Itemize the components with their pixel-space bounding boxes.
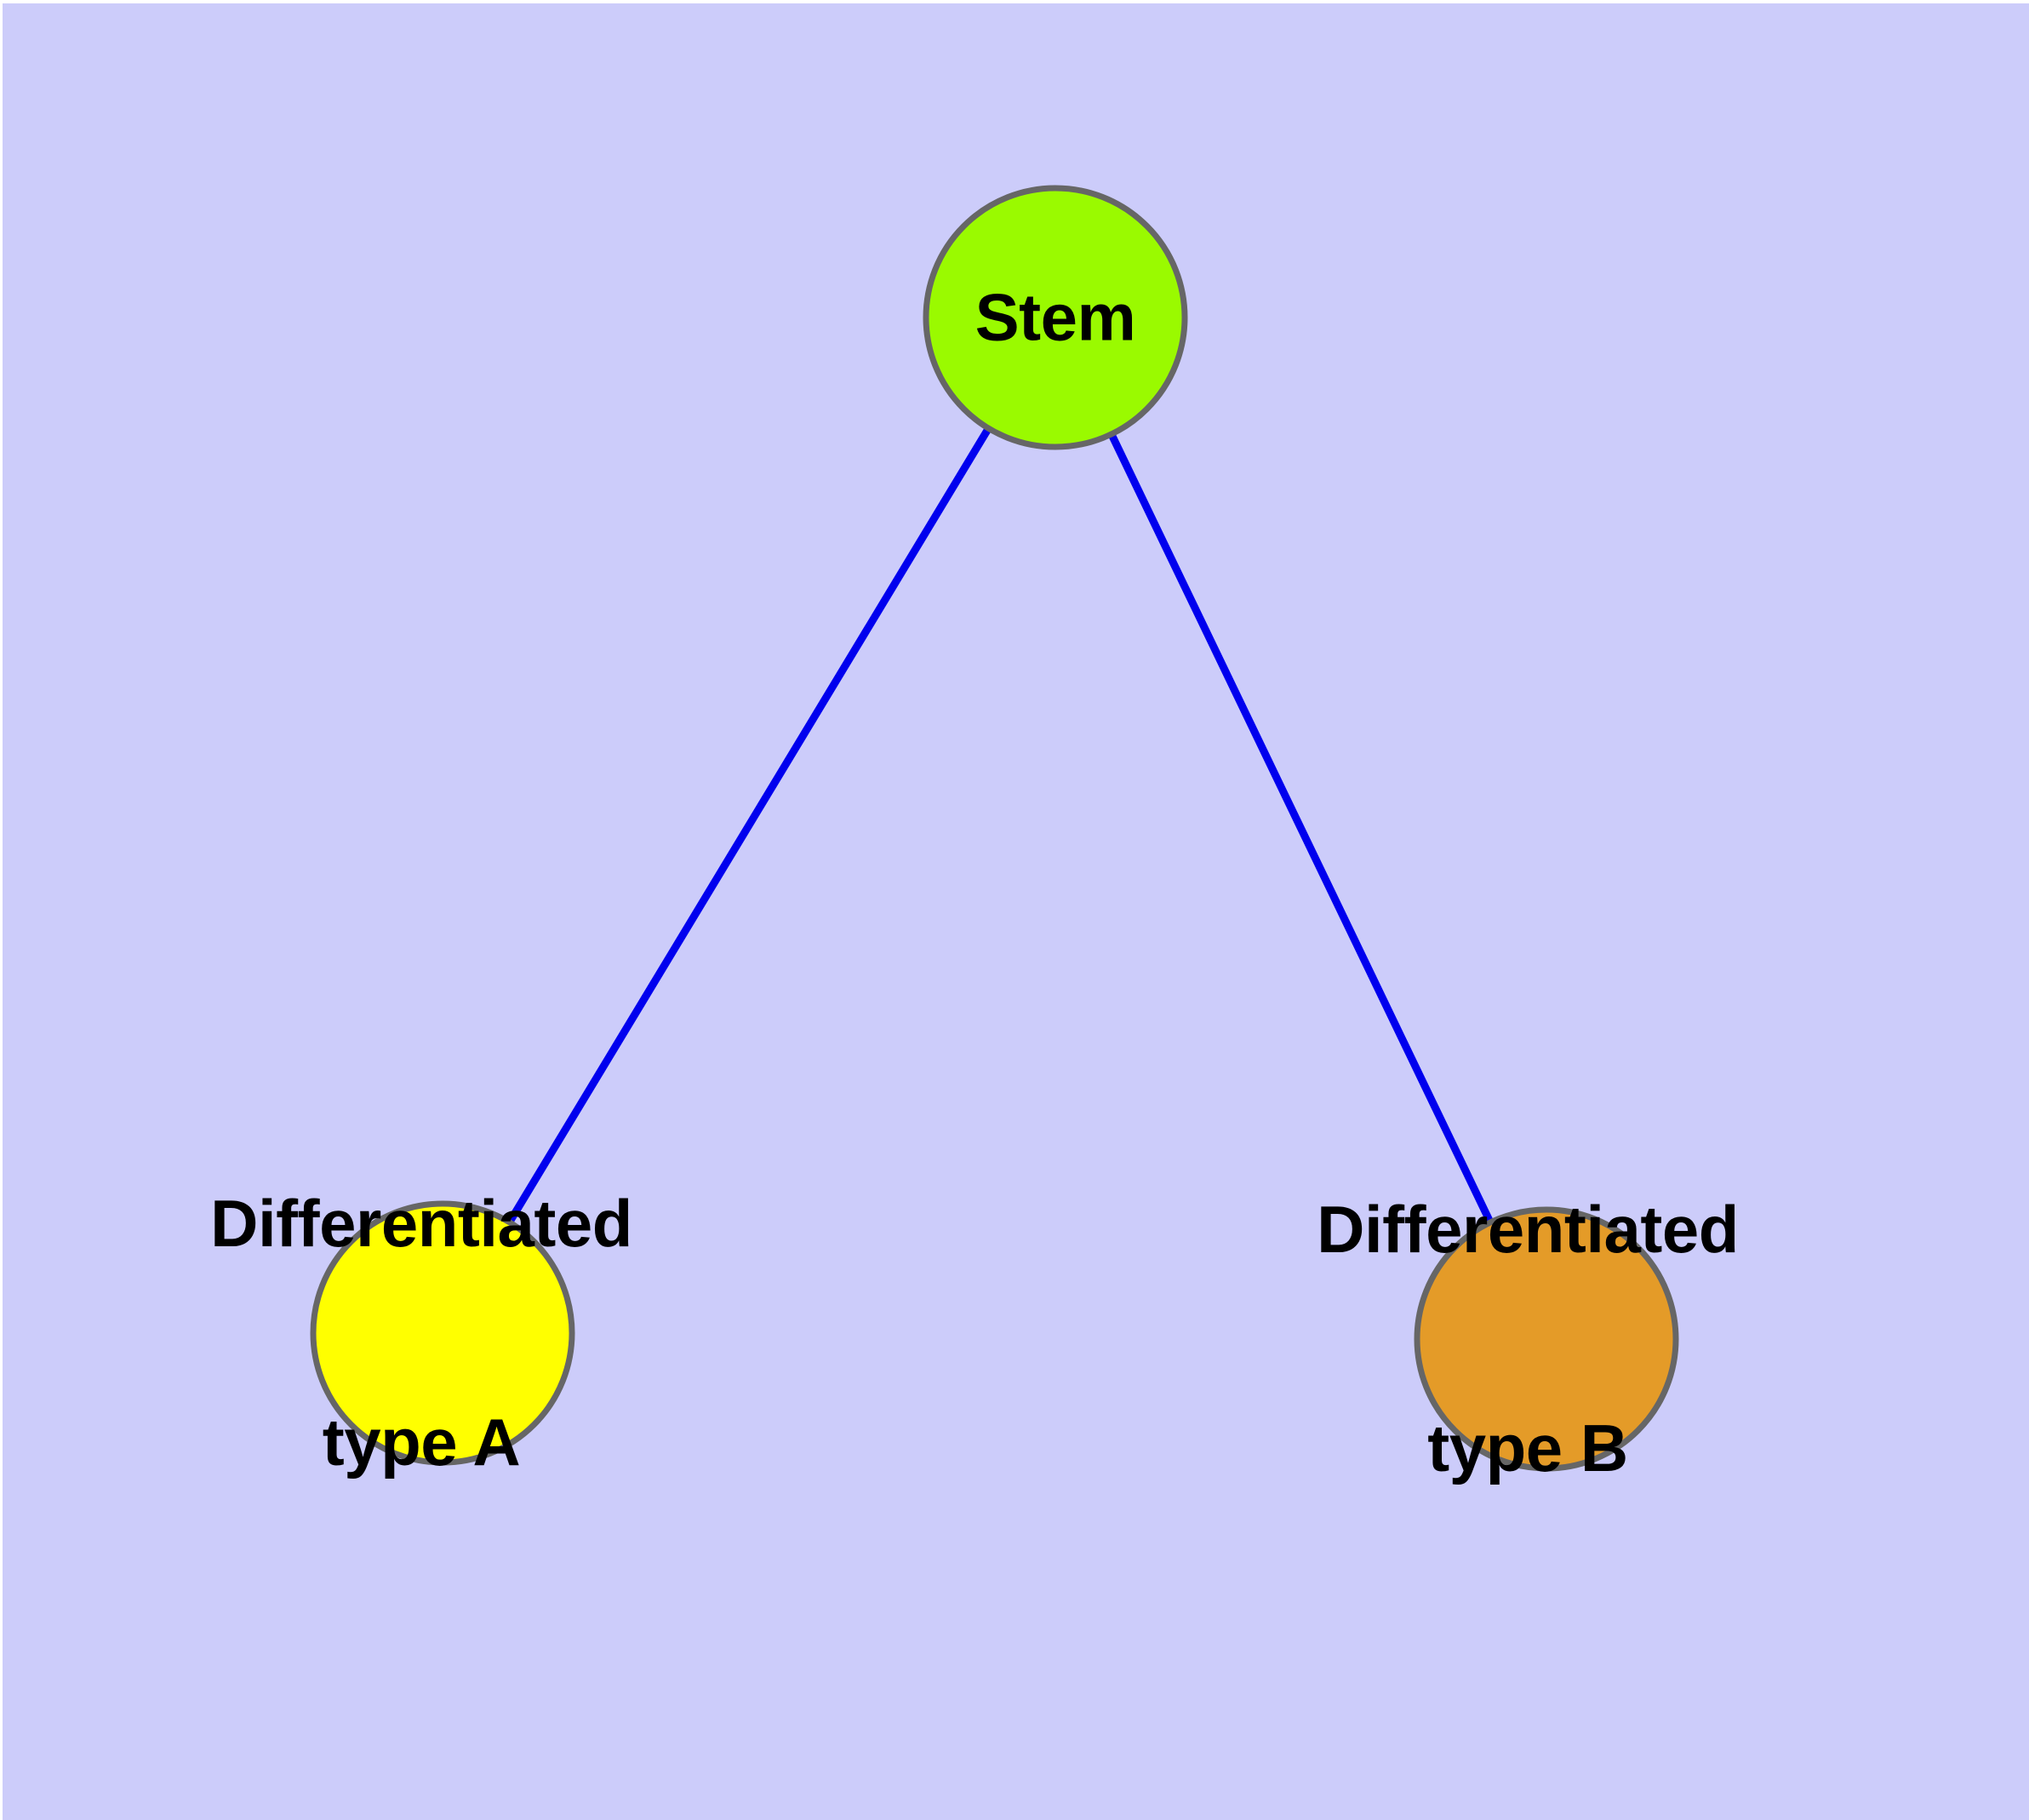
node-differentiated-type-b[interactable]	[1414, 1206, 1679, 1472]
edge-stem-to-differentiated-a[interactable]	[439, 315, 1059, 1336]
node-layer	[310, 185, 1679, 1472]
node-stem[interactable]	[923, 185, 1188, 450]
node-differentiated-type-a[interactable]	[310, 1200, 575, 1466]
edge-layer	[439, 315, 1551, 1341]
edge-stem-to-differentiated-b[interactable]	[1051, 316, 1551, 1341]
